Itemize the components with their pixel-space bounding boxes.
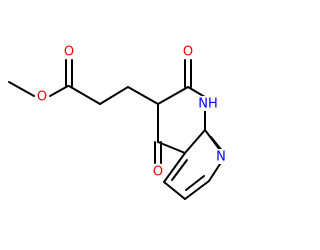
atom-ring-nh: NH bbox=[196, 96, 220, 112]
bond-o-ester-carbon bbox=[49, 85, 69, 97]
bond-ester-ch2 bbox=[68, 85, 101, 105]
atom-ketone-oxygen: O bbox=[151, 164, 165, 180]
atom-amide-oxygen: O bbox=[181, 44, 195, 60]
bond-ch2-c3 bbox=[127, 86, 159, 105]
amide-oxygen-label: O bbox=[183, 45, 193, 60]
bond-c5-c4a-inner bbox=[171, 159, 188, 181]
ketone-oxygen-label: O bbox=[153, 165, 163, 180]
molecule-structure: O O O O NH N bbox=[8, 44, 228, 200]
bond-n-c7 bbox=[208, 163, 221, 182]
bond-c7-c6-inner bbox=[185, 175, 205, 191]
ester-single-oxygen-label: O bbox=[37, 90, 47, 105]
bond-c3-c2 bbox=[157, 86, 189, 105]
ring-nh-label: NH bbox=[198, 97, 218, 112]
atom-ester-double-oxygen: O bbox=[62, 44, 76, 60]
atom-pyridine-nitrogen: N bbox=[214, 149, 228, 165]
bond-c4a-c4 bbox=[157, 141, 186, 154]
pyridine-nitrogen-label: N bbox=[216, 150, 226, 165]
bond-c7-c6 bbox=[184, 180, 210, 200]
bond-methyl-o bbox=[8, 81, 35, 97]
bond-c5-c4a bbox=[163, 152, 186, 183]
atom-labels: O O O O NH N bbox=[35, 44, 228, 180]
bond-c2-nh bbox=[187, 86, 206, 98]
bond-c8a-c4a bbox=[184, 129, 206, 154]
bonds bbox=[8, 59, 224, 200]
bond-ch2-ch2 bbox=[99, 86, 129, 105]
ester-carbonyl-oxygen-label: O bbox=[64, 45, 74, 60]
bond-c6-c5 bbox=[163, 181, 186, 200]
atom-ester-single-oxygen: O bbox=[35, 89, 49, 105]
